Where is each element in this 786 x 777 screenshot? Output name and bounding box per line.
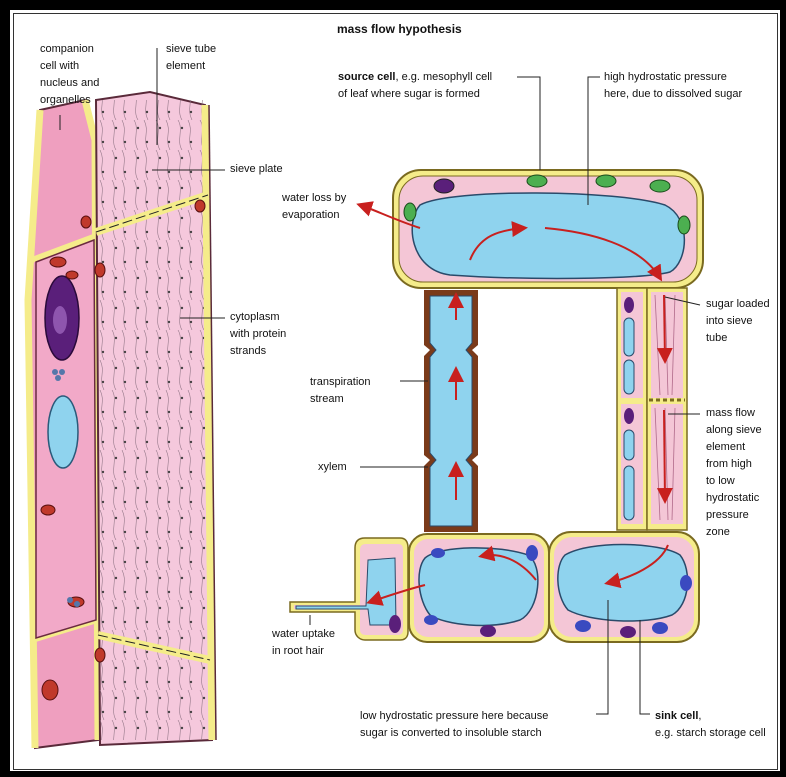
- svg-text:companion: companion: [40, 43, 94, 55]
- svg-text:element: element: [166, 60, 205, 72]
- svg-text:sink cell,: sink cell,: [655, 710, 701, 722]
- svg-text:low hydrostatic pressure here: low hydrostatic pressure here because: [360, 710, 548, 722]
- svg-text:transpiration: transpiration: [310, 376, 371, 388]
- cortex-cell: [409, 534, 549, 642]
- label-transpiration: transpiration stream: [310, 376, 371, 405]
- svg-text:tube: tube: [706, 332, 727, 344]
- svg-text:into sieve: into sieve: [706, 315, 752, 327]
- svg-text:along sieve: along sieve: [706, 424, 762, 436]
- label-water-loss: water loss by evaporation: [281, 192, 347, 221]
- svg-text:of leaf where sugar is formed: of leaf where sugar is formed: [338, 88, 480, 100]
- label-source-cell: source cell, e.g. mesophyll cell of leaf…: [338, 71, 492, 100]
- leader-source: [517, 77, 540, 170]
- svg-text:mass flow: mass flow: [706, 407, 755, 419]
- svg-text:sugar is converted to insolubl: sugar is converted to insoluble starch: [360, 727, 542, 739]
- svg-text:organelles: organelles: [40, 94, 91, 106]
- svg-text:sugar loaded: sugar loaded: [706, 298, 770, 310]
- svg-text:from high: from high: [706, 458, 752, 470]
- diagram-title: mass flow hypothesis: [337, 22, 462, 36]
- svg-text:to low: to low: [706, 475, 735, 487]
- svg-text:element: element: [706, 441, 745, 453]
- svg-text:evaporation: evaporation: [282, 209, 340, 221]
- xylem-vessel: [424, 290, 478, 532]
- svg-text:zone: zone: [706, 526, 730, 538]
- label-water-uptake: water uptake in root hair: [271, 628, 335, 657]
- sink-cell: [549, 532, 699, 642]
- svg-text:in root hair: in root hair: [272, 645, 324, 657]
- svg-text:here, due to dissolved sugar: here, due to dissolved sugar: [604, 88, 743, 100]
- svg-text:high hydrostatic pressure: high hydrostatic pressure: [604, 71, 727, 83]
- svg-text:e.g. starch storage cell: e.g. starch storage cell: [655, 727, 766, 739]
- label-sieve-plate: sieve plate: [230, 163, 283, 175]
- sieve-tube-column: [617, 288, 687, 530]
- label-mass-flow: mass flow along sieve element from high …: [706, 407, 762, 538]
- label-sieve-tube: sieve tube element: [166, 43, 216, 72]
- svg-text:sieve tube: sieve tube: [166, 43, 216, 55]
- svg-text:nucleus and: nucleus and: [40, 77, 99, 89]
- label-companion-cell: companion cell with nucleus and organell…: [40, 43, 99, 106]
- svg-text:pressure: pressure: [706, 509, 749, 521]
- svg-text:water uptake: water uptake: [271, 628, 335, 640]
- svg-text:source cell, e.g. mesophyll ce: source cell, e.g. mesophyll cell: [338, 71, 492, 83]
- label-cytoplasm: cytoplasm with protein strands: [229, 311, 286, 357]
- root-hair-cell: [290, 538, 408, 640]
- svg-text:cell with: cell with: [40, 60, 79, 72]
- svg-text:stream: stream: [310, 393, 344, 405]
- label-sugar-loaded: sugar loaded into sieve tube: [706, 298, 770, 344]
- svg-text:strands: strands: [230, 345, 267, 357]
- svg-text:cytoplasm: cytoplasm: [230, 311, 280, 323]
- label-high-pressure: high hydrostatic pressure here, due to d…: [604, 71, 743, 100]
- label-low-pressure: low hydrostatic pressure here because su…: [360, 710, 548, 739]
- svg-text:hydrostatic: hydrostatic: [706, 492, 760, 504]
- label-sink-cell: sink cell, e.g. starch storage cell: [655, 710, 766, 739]
- label-xylem: xylem: [318, 461, 347, 473]
- svg-text:water loss by: water loss by: [281, 192, 347, 204]
- svg-text:with protein: with protein: [229, 328, 286, 340]
- phloem-tissue: [28, 92, 216, 748]
